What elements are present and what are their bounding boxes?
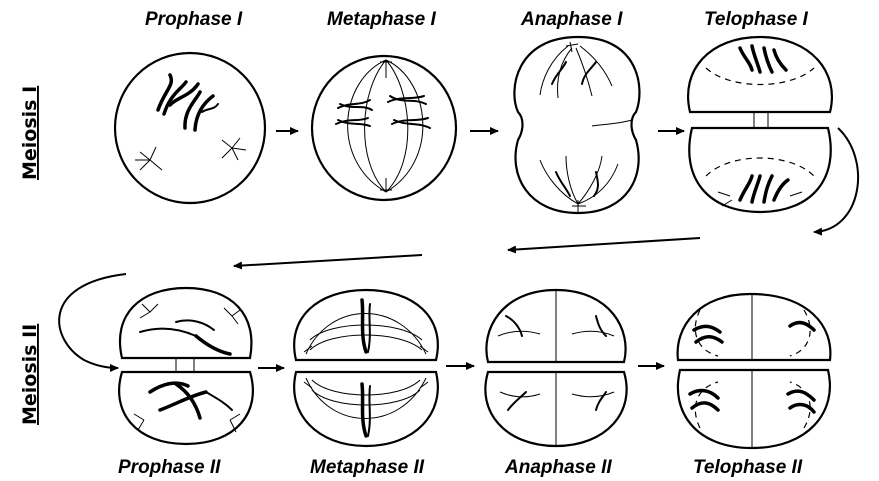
- cell-metaphase-2: [294, 290, 438, 446]
- cell-prophase-2: [119, 288, 253, 444]
- cell-anaphase-1: [514, 37, 639, 213]
- label-anaphase-1: Anaphase I: [520, 9, 623, 30]
- label-metaphase-1: Metaphase I: [327, 9, 436, 30]
- row-label-meiosis-1: Meiosis I: [19, 86, 41, 180]
- cell-prophase-1: [115, 53, 265, 203]
- cell-metaphase-1: [312, 56, 456, 200]
- cell-anaphase-2: [485, 290, 626, 446]
- row-label-meiosis-2: Meiosis II: [19, 324, 41, 425]
- label-prophase-2: Prophase II: [118, 457, 221, 478]
- label-telophase-1: Telophase I: [704, 9, 809, 30]
- label-prophase-1: Prophase I: [145, 9, 243, 30]
- label-anaphase-2: Anaphase II: [504, 457, 612, 478]
- label-telophase-2: Telophase II: [693, 457, 803, 478]
- cell-telophase-1: [688, 37, 832, 212]
- cell-telophase-2: [678, 294, 831, 448]
- label-metaphase-2: Metaphase II: [310, 457, 425, 478]
